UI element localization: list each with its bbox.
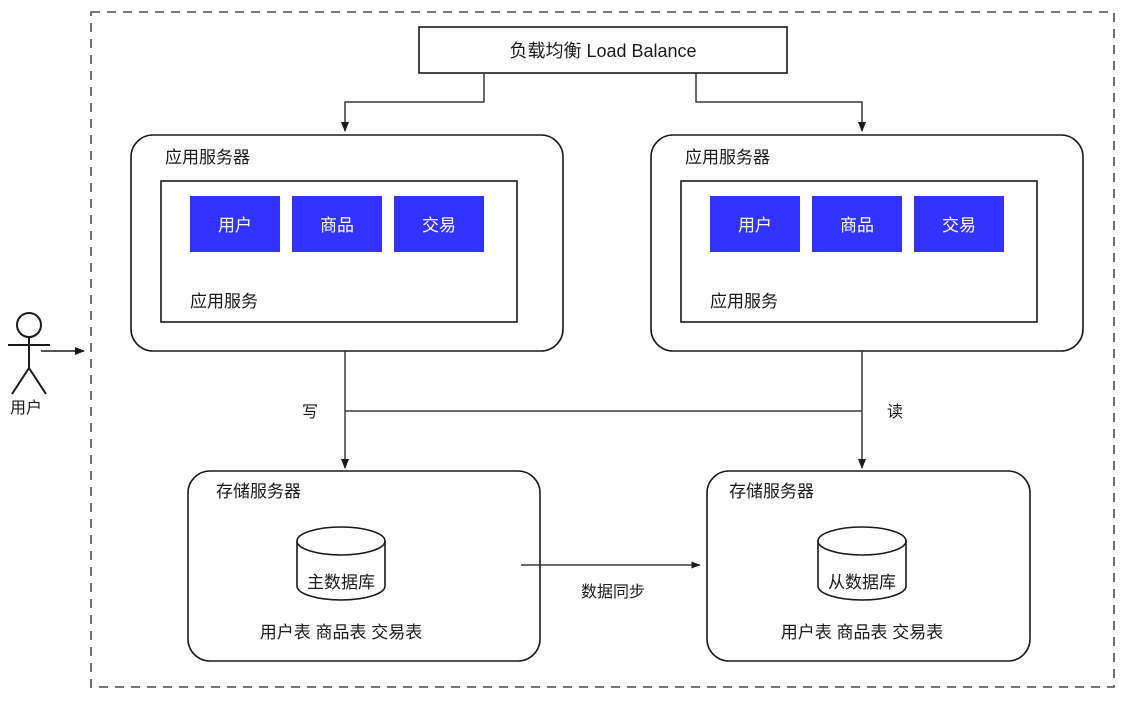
app-server-1-module-1-label: 商品: [320, 216, 354, 235]
storage-server-1-title: 存储服务器: [216, 482, 301, 501]
storage-server-1-box: [187, 470, 541, 662]
app-server-1-inner-title: 应用服务: [190, 292, 258, 311]
storage-server-2-box: [706, 470, 1031, 662]
app-server-2-inner-title: 应用服务: [710, 292, 778, 311]
actor-legs-icon: [11, 367, 47, 395]
app-server-2-module-1-label: 商品: [840, 216, 874, 235]
storage-server-1: 存储服务器 主数据库 用户表 商品表 交易表: [187, 470, 541, 662]
app-server-1-title: 应用服务器: [165, 148, 250, 167]
app-server-1-box: [130, 134, 564, 352]
app-server-2-module-2: [914, 196, 1004, 252]
app-server-2-module-0: [710, 196, 800, 252]
storage-server-2: 存储服务器 从数据库 用户表 商品表 交易表: [706, 470, 1031, 662]
read-edge-label: 读: [887, 403, 903, 421]
app-server-1-module-2-label: 交易: [422, 216, 456, 235]
actor-label: 用户: [10, 399, 42, 417]
app-server-2-module-2-label: 交易: [942, 216, 976, 235]
app-server-2: 应用服务器 用户 商品 交易 应用服务: [650, 134, 1084, 352]
app-server-2-module-1: [812, 196, 902, 252]
app-server-1: 应用服务器 用户 商品 交易 应用服务: [130, 134, 564, 352]
app-server-1-module-1: [292, 196, 382, 252]
load-balancer-box: [418, 26, 788, 74]
app-server-1-module-0-label: 用户: [218, 216, 252, 235]
actor-user: 用户: [8, 312, 50, 417]
app-server-2-box: [650, 134, 1084, 352]
load-balancer-label: 负载均衡 Load Balance: [509, 41, 696, 61]
system-boundary: [90, 11, 1115, 688]
app-server-2-service-box: [680, 180, 1038, 323]
app-server-1-module-0: [190, 196, 280, 252]
storage-server-2-title: 存储服务器: [729, 482, 814, 501]
edge-lb-to-app-server-1: [341, 73, 485, 132]
actor-head-icon: [16, 312, 42, 338]
app-server-2-module-0-label: 用户: [738, 216, 772, 235]
write-edge-label: 写: [302, 404, 318, 421]
data-sync-label: 数据同步: [581, 583, 645, 601]
storage-server-2-database-icon: [817, 526, 907, 601]
storage-server-2-tables-label: 用户表 商品表 交易表: [781, 623, 943, 642]
storage-server-1-database-icon: [296, 526, 386, 601]
storage-server-1-database-label: 主数据库: [307, 573, 375, 592]
app-server-1-service-box: [160, 180, 518, 323]
edge-lb-to-app-server-2: [695, 73, 866, 132]
app-server-1-module-2: [394, 196, 484, 252]
app-server-2-title: 应用服务器: [685, 148, 770, 167]
storage-server-2-database-label: 从数据库: [828, 573, 896, 592]
storage-server-1-tables-label: 用户表 商品表 交易表: [260, 623, 422, 642]
load-balancer-node: 负载均衡 Load Balance: [418, 26, 788, 74]
